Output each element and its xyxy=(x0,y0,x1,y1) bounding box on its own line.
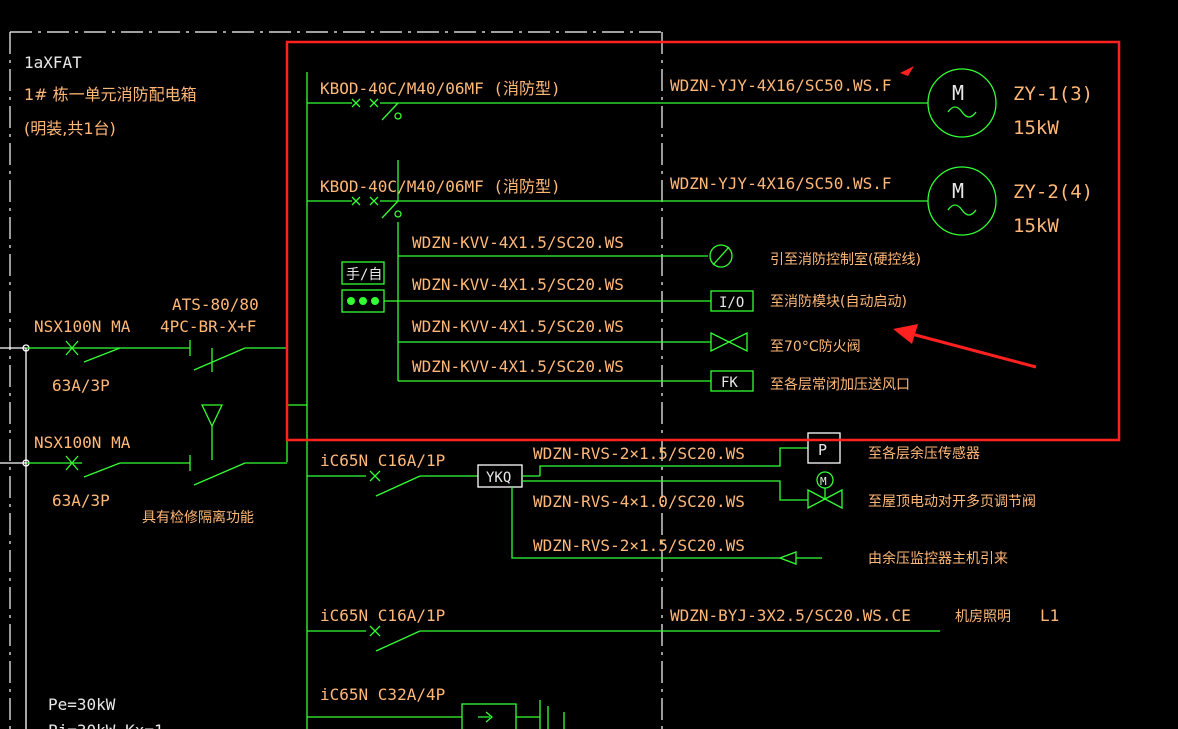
motor-circuit-1[interactable] xyxy=(307,68,997,138)
control-line-1[interactable] xyxy=(398,244,733,268)
control-4-dest: 至各层常闭加压送风口 xyxy=(770,377,910,393)
incoming-1-breaker: NSX100N MA xyxy=(34,317,131,336)
last-circuit[interactable] xyxy=(307,700,565,729)
pressure-2-cable: WDZN-RVS-4×1.0/SC20.WS xyxy=(533,492,745,511)
motor-2-letter: M xyxy=(952,179,964,203)
pressure-2-dest: 至屋顶电动对开多页调节阀 xyxy=(868,493,1036,510)
incoming-1-rating: 63A/3P xyxy=(52,376,110,395)
damper-motor-label: M xyxy=(820,475,827,488)
ats-note: 具有检修隔离功能 xyxy=(142,509,254,526)
last-breaker: iC65N C32A/4P xyxy=(320,685,445,704)
pressure-1-cable: WDZN-RVS-2×1.5/SC20.WS xyxy=(533,444,745,463)
lighting-cable: WDZN-BYJ-3X2.5/SC20.WS.CE xyxy=(670,606,911,625)
motor-1-power: 15kW xyxy=(1013,117,1059,139)
motor-1-letter: M xyxy=(952,81,964,105)
lighting-dest: 机房照明 xyxy=(955,609,1011,625)
control-2-dest: 至消防模块(自动启动) xyxy=(770,294,907,310)
box-id: 1aXFAT xyxy=(24,53,82,72)
pressure-breaker: iC65N C16A/1P xyxy=(320,451,445,470)
motor-2-symbol xyxy=(927,166,997,236)
manual-auto-switch[interactable] xyxy=(341,222,399,381)
highlight-arrow-small xyxy=(900,66,914,76)
manual-auto-label: 手/自 xyxy=(346,267,382,283)
incoming-feeder-2 xyxy=(0,455,287,486)
control-1-dest: 引至消防控制室(硬控线) xyxy=(770,251,921,268)
control-line-3[interactable] xyxy=(398,331,748,353)
box-name: 1# 栋一单元消防配电箱 xyxy=(24,85,197,104)
incoming-2-breaker: NSX100N MA xyxy=(34,433,131,452)
motor-1-breaker: KBOD-40C/M40/06MF (消防型) xyxy=(320,79,561,98)
ats-model: ATS-80/80 xyxy=(172,295,259,314)
highlight-box xyxy=(285,40,1121,442)
ats-type: 4PC-BR-X+F xyxy=(160,317,256,336)
lighting-label: L1 xyxy=(1040,606,1059,625)
fk-label: FK xyxy=(721,375,738,391)
motor-2-power: 15kW xyxy=(1013,215,1059,237)
control-3-cable: WDZN-KVV-4X1.5/SC20.WS xyxy=(412,317,624,336)
motor-circuit-2[interactable] xyxy=(307,160,997,236)
motor-2-breaker: KBOD-40C/M40/06MF (消防型) xyxy=(320,177,561,196)
pressure-circuit[interactable] xyxy=(307,432,843,565)
control-3-dest: 至70°C防火阀 xyxy=(770,339,861,355)
box-install-note: (明装,共1台) xyxy=(24,119,116,138)
control-line-2[interactable] xyxy=(398,290,754,312)
lighting-breaker: iC65N C16A/1P xyxy=(320,606,445,625)
lighting-circuit[interactable] xyxy=(307,625,940,652)
motor-1-name: ZY-1(3) xyxy=(1013,83,1093,105)
control-1-cable: WDZN-KVV-4X1.5/SC20.WS xyxy=(412,233,624,252)
io-module-label: I/O xyxy=(719,295,744,311)
highlight-arrow-large xyxy=(893,324,1037,369)
control-line-4[interactable] xyxy=(398,370,754,392)
incoming-2-rating: 63A/3P xyxy=(52,491,110,510)
pressure-3-dest: 由余压监控器主机引来 xyxy=(868,550,1008,567)
box-pe: Pe=30kW xyxy=(48,695,116,714)
ats-operator-symbol xyxy=(200,404,224,460)
pressure-sensor-label: P xyxy=(818,441,827,459)
pressure-1-dest: 至各层余压传感器 xyxy=(868,445,980,462)
motor-2-name: ZY-2(4) xyxy=(1013,181,1093,203)
motor-1-cable: WDZN-YJY-4X16/SC50.WS.F xyxy=(670,76,892,95)
motor-2-cable: WDZN-YJY-4X16/SC50.WS.F xyxy=(670,174,892,193)
box-pj: Pj=30kW Kx=1 xyxy=(48,721,164,729)
ykq-label: YKQ xyxy=(486,470,511,486)
control-2-cable: WDZN-KVV-4X1.5/SC20.WS xyxy=(412,275,624,294)
pressure-3-cable: WDZN-RVS-2×1.5/SC20.WS xyxy=(533,536,745,555)
motor-1-symbol xyxy=(927,68,997,138)
control-4-cable: WDZN-KVV-4X1.5/SC20.WS xyxy=(412,357,624,376)
